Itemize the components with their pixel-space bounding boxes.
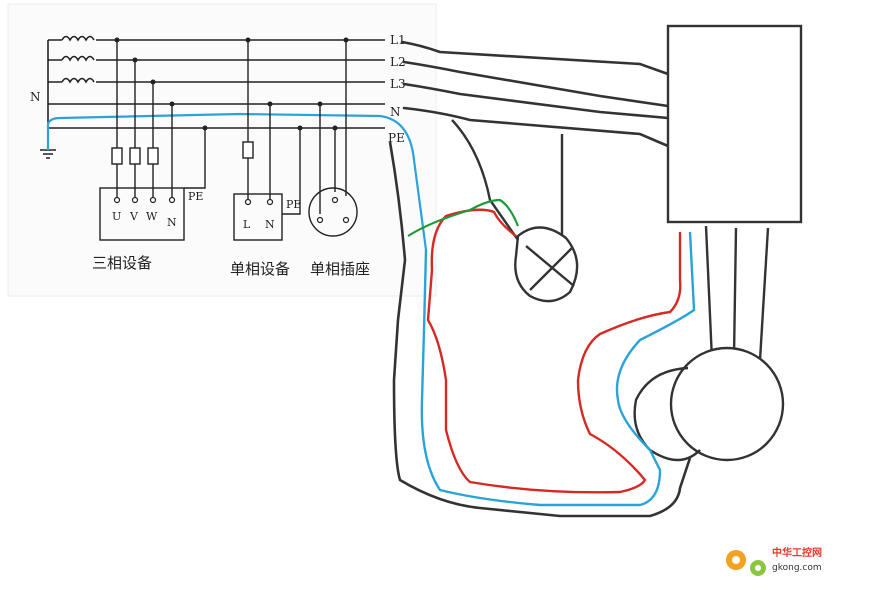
caption-socket: 单相插座: [310, 260, 370, 278]
fuse-w: [147, 147, 159, 165]
lamp-neutral: [451, 119, 519, 241]
single-phase-box: [233, 193, 283, 241]
fuse-l: [242, 141, 254, 159]
red-loop: [426, 208, 682, 494]
lamp: [451, 119, 579, 303]
schematic-panel: [7, 3, 437, 297]
socket-body: [308, 187, 358, 237]
watermark-site: gkong.com: [772, 563, 822, 573]
watermark: 中华工控网 gkong.com: [726, 546, 822, 576]
pe-dark-loop: [388, 141, 692, 518]
single-phase-terminals: [244, 198, 274, 206]
terminal-n: N: [167, 216, 177, 229]
label-l1: L1: [390, 33, 406, 47]
three-phase-device: [99, 40, 206, 241]
coil-l2: [61, 55, 95, 62]
pe-label-three-phase: PE: [188, 190, 203, 203]
socket: [308, 40, 358, 237]
coil-l1: [61, 35, 95, 42]
pe-blue-loop: [420, 231, 696, 507]
neutral-label: N: [30, 90, 41, 104]
terminal-n-single: N: [265, 218, 275, 231]
feeder-wires: [400, 40, 670, 148]
single-phase-device: [233, 40, 301, 241]
pe-label-single-phase: PE: [286, 198, 301, 211]
label-l2: L2: [390, 55, 406, 69]
fuse-u: [111, 147, 123, 165]
three-phase-terminals: [113, 196, 176, 204]
control-box: [666, 24, 803, 224]
pe-blue-line: [46, 112, 428, 251]
socket-pins: [316, 196, 350, 224]
coil-l3: [61, 77, 95, 84]
three-phase-box: [99, 187, 185, 241]
terminal-v: V: [129, 210, 139, 223]
terminal-w: W: [146, 210, 158, 223]
label-n: N: [390, 105, 401, 119]
green-wire: [407, 198, 520, 237]
terminal-l: L: [243, 218, 251, 231]
motor-leads: [704, 225, 770, 361]
label-l3: L3: [390, 77, 406, 91]
terminal-u: U: [112, 210, 121, 223]
watermark-brand: 中华工控网: [772, 546, 822, 559]
fuse-v: [129, 147, 141, 165]
motor-housing: [633, 366, 701, 462]
label-pe: PE: [388, 131, 405, 145]
motor: [669, 346, 785, 462]
caption-three-phase: 三相设备: [92, 254, 152, 272]
caption-single-phase: 单相设备: [230, 260, 290, 278]
